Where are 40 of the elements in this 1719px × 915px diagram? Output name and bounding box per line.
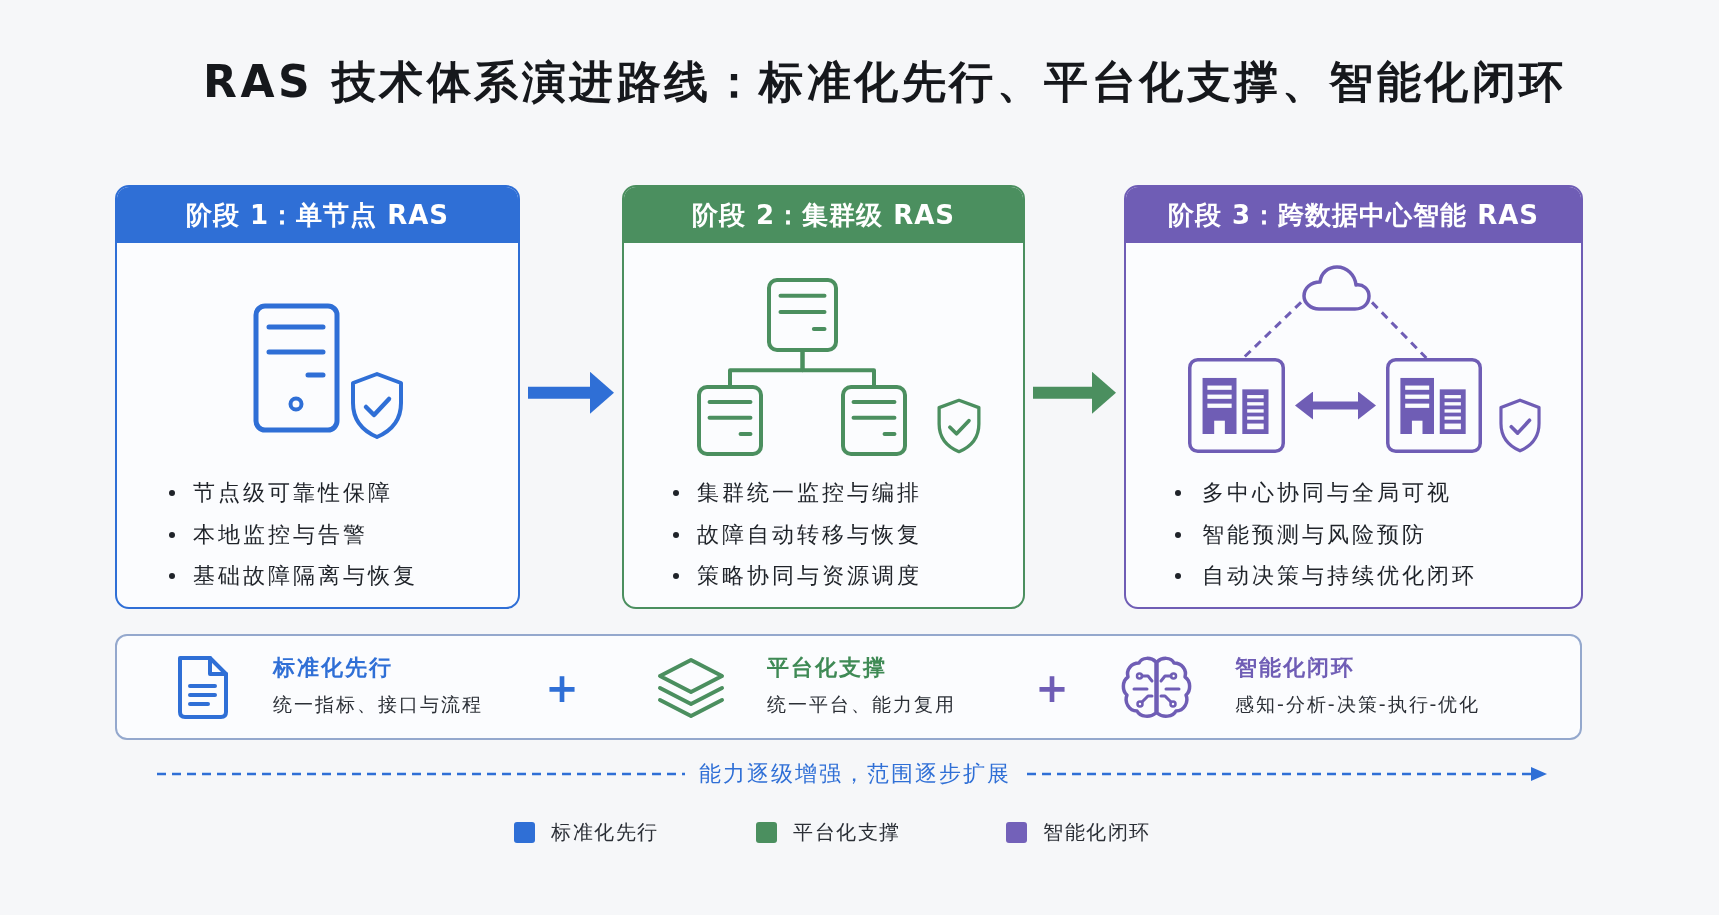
list-item: 自动决策与持续优化闭环 <box>1202 562 1477 590</box>
legend-label: 平台化支撑 <box>793 819 901 846</box>
plus-sign: + <box>545 668 579 708</box>
double-arrow <box>1295 391 1376 420</box>
item-description: 统一指标、接口与流程 <box>273 692 483 717</box>
title: RAS 技术体系演进路线：标准化先行、平台化支撑、智能化闭环 <box>203 55 1567 109</box>
stage-card <box>115 185 520 609</box>
plus-sign: + <box>1035 668 1069 708</box>
connector-line <box>800 352 876 385</box>
server-icon <box>841 385 907 456</box>
list-item: 本地监控与告警 <box>193 521 368 549</box>
item-description: 统一平台、能力复用 <box>767 692 956 717</box>
stage-card <box>1124 185 1583 609</box>
item-heading: 标准化先行 <box>273 654 393 682</box>
list-item: 基础故障隔离与恢复 <box>193 562 418 590</box>
legend-label: 标准化先行 <box>551 819 659 846</box>
card-header: 阶段 1：单节点 RAS <box>117 187 518 243</box>
item-heading: 平台化支撑 <box>767 654 887 682</box>
card-header: 阶段 3：跨数据中心智能 RAS <box>1126 187 1581 243</box>
building-icon <box>1386 358 1482 453</box>
server-icon <box>697 385 763 456</box>
arrow <box>528 371 614 414</box>
list-item: 集群统一监控与编排 <box>697 479 922 507</box>
cloud-icon <box>1301 264 1372 312</box>
legend-label: 智能化闭环 <box>1043 819 1151 846</box>
server-icon <box>767 278 838 352</box>
item-description: 感知-分析-决策-执行-优化 <box>1235 692 1481 717</box>
summary-band <box>115 634 1582 740</box>
dashed-line <box>1370 301 1428 360</box>
list-item: 智能预测与风险预防 <box>1202 521 1427 549</box>
list-item: 节点级可靠性保障 <box>193 479 393 507</box>
dashed-line <box>1242 301 1303 360</box>
building-icon <box>1188 358 1285 453</box>
arrow <box>1033 371 1116 414</box>
stage-card <box>622 185 1025 609</box>
list-item: 故障自动转移与恢复 <box>697 521 922 549</box>
card-header: 阶段 2：集群级 RAS <box>624 187 1023 243</box>
item-heading: 智能化闭环 <box>1235 654 1355 682</box>
list-item: 多中心协同与全局可视 <box>1202 479 1452 507</box>
list-item: 策略协同与资源调度 <box>697 562 922 590</box>
